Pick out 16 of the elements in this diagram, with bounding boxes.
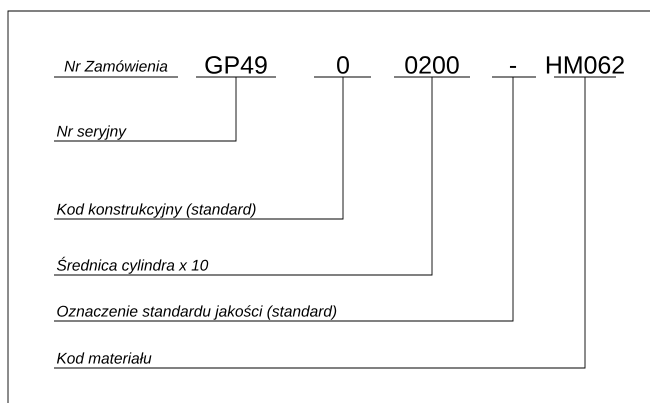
description-text: Kod konstrukcyjny (standard) (56, 203, 256, 218)
description-text: Średnica cylindra x 10 (56, 256, 208, 274)
field-label: Nr Zamówienia (54, 60, 178, 78)
code-segment: HM062 (546, 56, 624, 78)
code-segment: - (492, 66, 536, 78)
leader-line (54, 76, 514, 322)
description-text: Oznaczenie standardu jakości (standard) (57, 305, 336, 320)
description-text: Kod materiału (56, 352, 152, 364)
leader-line (54, 76, 236, 142)
leader-line (54, 76, 344, 220)
code-segment: 0 (314, 56, 372, 78)
leader-line (54, 76, 432, 276)
leader-line (54, 76, 586, 368)
code-segment: 0200 (394, 56, 470, 78)
description-text: Nr seryjny (56, 125, 127, 140)
code-segment: GP49 (196, 56, 276, 78)
